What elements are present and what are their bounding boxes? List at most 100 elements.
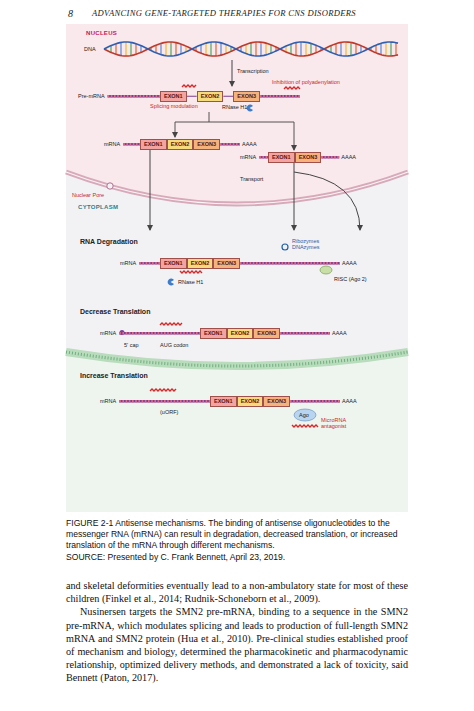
exon-label: EXON1	[214, 399, 233, 405]
dna-rung	[305, 42, 306, 55]
dna-rung	[165, 42, 166, 55]
risc-icon	[320, 266, 332, 274]
mrna-strand	[119, 400, 210, 402]
nuclear-pore	[107, 183, 113, 189]
mrna-strand	[108, 95, 160, 97]
mrna-strand-stripe	[260, 95, 300, 97]
dna-rung	[265, 43, 266, 55]
part-label: AUG codon	[160, 342, 188, 348]
dna-rung	[115, 44, 116, 55]
transport-arrow	[150, 150, 151, 230]
dna-rung	[155, 45, 156, 53]
exon-label: EXON3	[197, 142, 216, 148]
mrna-strand	[119, 332, 200, 334]
exon-box: EXON1	[160, 91, 187, 102]
dna-rung	[220, 43, 221, 55]
panel-heading: Decrease Translation	[80, 308, 150, 316]
mechanism-label: Splicing modulation	[150, 103, 198, 109]
mrna-strand-stripe	[321, 156, 339, 158]
part-label: Nuclear Pore	[72, 192, 104, 198]
exon-box: EXON2	[167, 139, 194, 150]
enzyme-label: RNase H1	[222, 104, 247, 110]
mrna-strand-stripe	[119, 332, 200, 334]
mrna-strand	[139, 262, 160, 264]
page-number: 8	[68, 8, 73, 20]
antisense-oligo	[284, 87, 300, 89]
polya-tail: AAAA	[332, 330, 347, 336]
dna-rung	[290, 44, 291, 54]
exon-box: EXON3	[253, 328, 280, 339]
antisense-oligo	[182, 85, 196, 87]
exon-label: EXON2	[231, 331, 250, 337]
mrna-strand-stripe	[108, 95, 160, 97]
dna-rung	[135, 44, 136, 55]
exon-label: EXON3	[267, 399, 286, 405]
branch-line	[175, 112, 294, 122]
exon-label: EXON1	[204, 331, 223, 337]
exon-label: EXON2	[191, 261, 210, 267]
exon-box: EXON3	[193, 139, 220, 150]
figure-ground	[66, 24, 408, 512]
polya-tail: AAAA	[341, 154, 356, 160]
transport-arrow	[294, 172, 360, 230]
transcription-arrow	[232, 60, 233, 86]
exon-label: EXON3	[237, 94, 256, 100]
exon-label: EXON3	[217, 261, 236, 267]
dna-rung	[340, 42, 341, 55]
step-label: Transport	[240, 176, 263, 182]
lower-region	[66, 352, 408, 512]
strand-label: mRNA	[100, 398, 116, 404]
mrna-strand	[220, 143, 240, 145]
nuclear-membrane	[66, 172, 408, 204]
branch-arrow	[294, 122, 295, 150]
mrna-strand	[280, 332, 330, 334]
part-label: 5' cap	[124, 342, 139, 348]
dna-rung	[210, 42, 211, 56]
region-label: NUCLEUS	[86, 30, 117, 37]
exon-box: EXON2	[187, 258, 214, 269]
antisense-oligo	[160, 323, 182, 325]
dna-rung	[395, 43, 396, 56]
mrna-strand	[240, 262, 340, 264]
source-note: SOURCE: Presented by C. Frank Bennett, A…	[66, 552, 408, 563]
exon-label: EXON3	[299, 155, 318, 161]
polya-tail: AAAA	[242, 141, 257, 147]
strand-label: mRNA	[120, 260, 136, 266]
region-label: CYTOPLASM	[78, 204, 118, 211]
polya-tail: AAAA	[342, 398, 357, 404]
mrna-strand	[321, 156, 339, 158]
mrna-strand-stripe	[119, 400, 210, 402]
strand-label: mRNA	[100, 330, 116, 336]
dna-rung	[385, 42, 386, 55]
strand-label: mRNA	[240, 154, 256, 160]
dna-rung	[390, 42, 391, 56]
mechanism-label: Inhibition of polyadenylation	[272, 79, 340, 85]
mrna-strand-stripe	[139, 262, 160, 264]
enzyme-label: RNase H1	[178, 279, 203, 285]
membrane-dots	[66, 352, 408, 366]
dna-rung	[375, 45, 376, 53]
dna-rung	[200, 45, 201, 53]
antisense-oligo	[150, 389, 176, 391]
exon-box: EXON3	[233, 91, 260, 102]
body-paragraph: and skeletal deformities eventually lead…	[66, 579, 408, 605]
dna-rung	[345, 42, 346, 56]
exon-label: EXON2	[241, 399, 260, 405]
exon-label: EXON1	[144, 142, 163, 148]
polya-tail: AAAA	[342, 260, 357, 266]
strand-label: mRNA	[104, 141, 120, 147]
exon-box: EXON2	[237, 396, 264, 407]
exon-box: EXON1	[140, 139, 167, 150]
dna-rung	[260, 42, 261, 56]
part-label: Ago	[299, 412, 309, 418]
dna-rung	[125, 42, 126, 56]
dna-rung	[350, 42, 351, 55]
dna-rung	[310, 43, 311, 54]
mrna-strand	[259, 156, 268, 158]
exon-box: EXON2	[197, 91, 224, 102]
exon-box: EXON1	[210, 396, 237, 407]
exon-box: EXON1	[268, 152, 295, 163]
branch-arrow	[175, 122, 176, 137]
panel-heading: RNA Degradation	[80, 238, 138, 246]
figure-caption: FIGURE 2-1 Antisense mechanisms. The bin…	[66, 518, 408, 551]
